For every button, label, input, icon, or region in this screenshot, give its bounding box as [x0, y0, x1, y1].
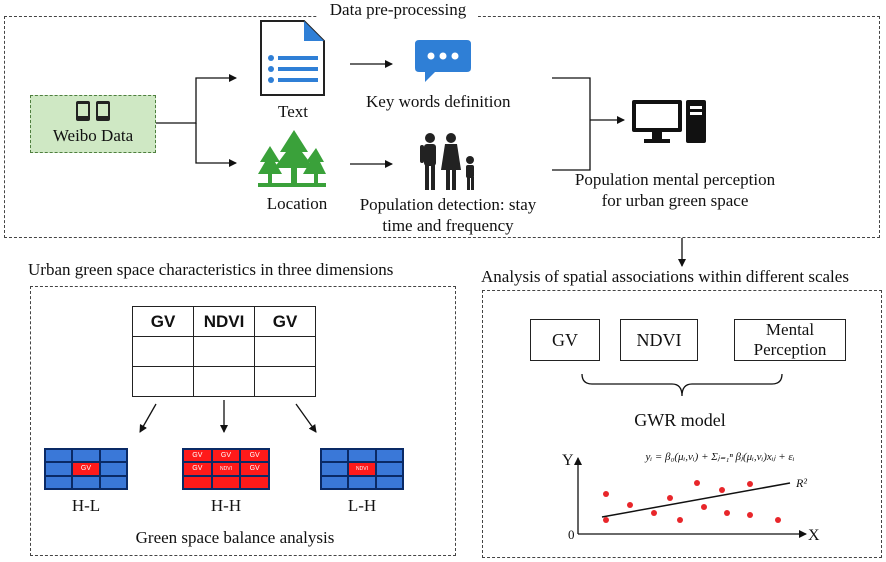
scatter-point	[775, 517, 781, 523]
scatter-point	[667, 495, 673, 501]
scatter-point	[651, 510, 657, 516]
table-header-gv-2: GV	[254, 306, 316, 337]
keywords-label: Key words definition	[366, 92, 511, 111]
r-squared-label: R²	[796, 476, 807, 490]
gwr-formula: yᵢ = β₀(μᵢ,νᵢ) + Σⱼ₌₁ⁿ βⱼ(μᵢ,νᵢ)xᵢⱼ + εᵢ	[645, 451, 795, 463]
grid-cell: GV	[211, 449, 241, 463]
grid-cell	[211, 475, 241, 489]
computer-icon	[632, 100, 706, 143]
trees-icon	[258, 130, 326, 187]
ndvi-box: NDVI	[620, 319, 698, 361]
population-line1: Population detection: stay	[359, 195, 537, 214]
grid-cell: GV	[240, 462, 269, 476]
scatter-point	[603, 491, 609, 497]
x-axis-label: X	[808, 527, 820, 544]
grid-cell	[45, 462, 73, 476]
grid-cell	[375, 475, 403, 489]
grid-label-h-h: H-H	[210, 496, 242, 515]
grid-center-cell: NDVI	[348, 462, 376, 476]
grid-cell	[99, 475, 127, 489]
mental-perception-box: Mental Perception	[734, 319, 846, 361]
grid-cell: GV	[183, 462, 212, 476]
spatial-analysis-panel	[482, 290, 882, 558]
characteristics-title: Urban green space characteristics in thr…	[28, 260, 394, 279]
scatter-point	[677, 517, 683, 523]
grid-cell	[45, 475, 73, 489]
scatter-point	[603, 517, 609, 523]
scatter-point	[627, 502, 633, 508]
table-header-ndvi: NDVI	[193, 306, 255, 337]
grid-cell: GV	[240, 449, 269, 463]
family-icon	[420, 133, 474, 190]
document-icon	[260, 20, 325, 96]
grid-center-cell: GV	[72, 462, 100, 476]
balance-analysis-label: Green space balance analysis	[135, 528, 335, 547]
grid-cell: GV	[183, 449, 212, 463]
grid-cell	[321, 449, 349, 463]
phone-icon	[76, 101, 110, 121]
chat-bubble-icon	[415, 40, 471, 82]
weibo-data-box: Weibo Data	[30, 95, 156, 153]
grid-cell	[72, 475, 100, 489]
grid-cell	[99, 449, 127, 463]
scatter-points	[603, 480, 781, 523]
grid-cell	[321, 462, 349, 476]
grid-cell	[348, 475, 376, 489]
population-line2: time and frequency	[382, 216, 514, 235]
preprocessing-title: Data pre-processing	[318, 0, 478, 20]
merge-connector	[552, 77, 591, 171]
scatter-point	[747, 512, 753, 518]
gv-box: GV	[530, 319, 600, 361]
grid-cell	[375, 449, 403, 463]
y-axis-label: Y	[562, 452, 574, 469]
grid-cell	[348, 449, 376, 463]
grid-cell	[240, 475, 269, 489]
grid-center-cell: NDVI	[211, 462, 241, 476]
weibo-connector	[156, 74, 237, 124]
brace	[581, 373, 783, 397]
regression-line	[601, 482, 791, 518]
grid-l-h: NDVI	[320, 448, 404, 490]
weibo-connector-lower	[195, 123, 237, 167]
grid-h-h: GV GV GV GV NDVI GV	[182, 448, 270, 490]
scatter-point	[747, 481, 753, 487]
scatter-point	[694, 480, 700, 486]
weibo-data-label: Weibo Data	[52, 126, 134, 145]
table-cell	[254, 366, 316, 397]
origin-label: 0	[568, 527, 575, 542]
spatial-analysis-title: Analysis of spatial associations within …	[481, 267, 849, 286]
scatter-point	[724, 510, 730, 516]
grid-label-h-l: H-L	[71, 496, 101, 515]
grid-cell	[99, 462, 127, 476]
grid-cell	[45, 449, 73, 463]
grid-label-l-h: L-H	[347, 496, 377, 515]
arrow-to-l-h	[295, 403, 317, 433]
gwr-model-label: GWR model	[634, 410, 726, 430]
grid-cell	[321, 475, 349, 489]
scatter-point	[701, 504, 707, 510]
grid-cell	[375, 462, 403, 476]
text-label: Text	[278, 102, 308, 121]
perception-line2: for urban green space	[601, 191, 749, 210]
perception-line1: Population mental perception	[574, 170, 776, 189]
arrow-to-h-l	[139, 403, 157, 433]
location-label: Location	[266, 194, 328, 213]
grid-cell	[183, 475, 212, 489]
table-cell	[193, 366, 255, 397]
grid-h-l: GV	[44, 448, 128, 490]
characteristics-table: GV NDVI GV	[132, 306, 316, 397]
characteristics-panel	[30, 286, 456, 556]
grid-cell	[72, 449, 100, 463]
scatter-point	[719, 487, 725, 493]
